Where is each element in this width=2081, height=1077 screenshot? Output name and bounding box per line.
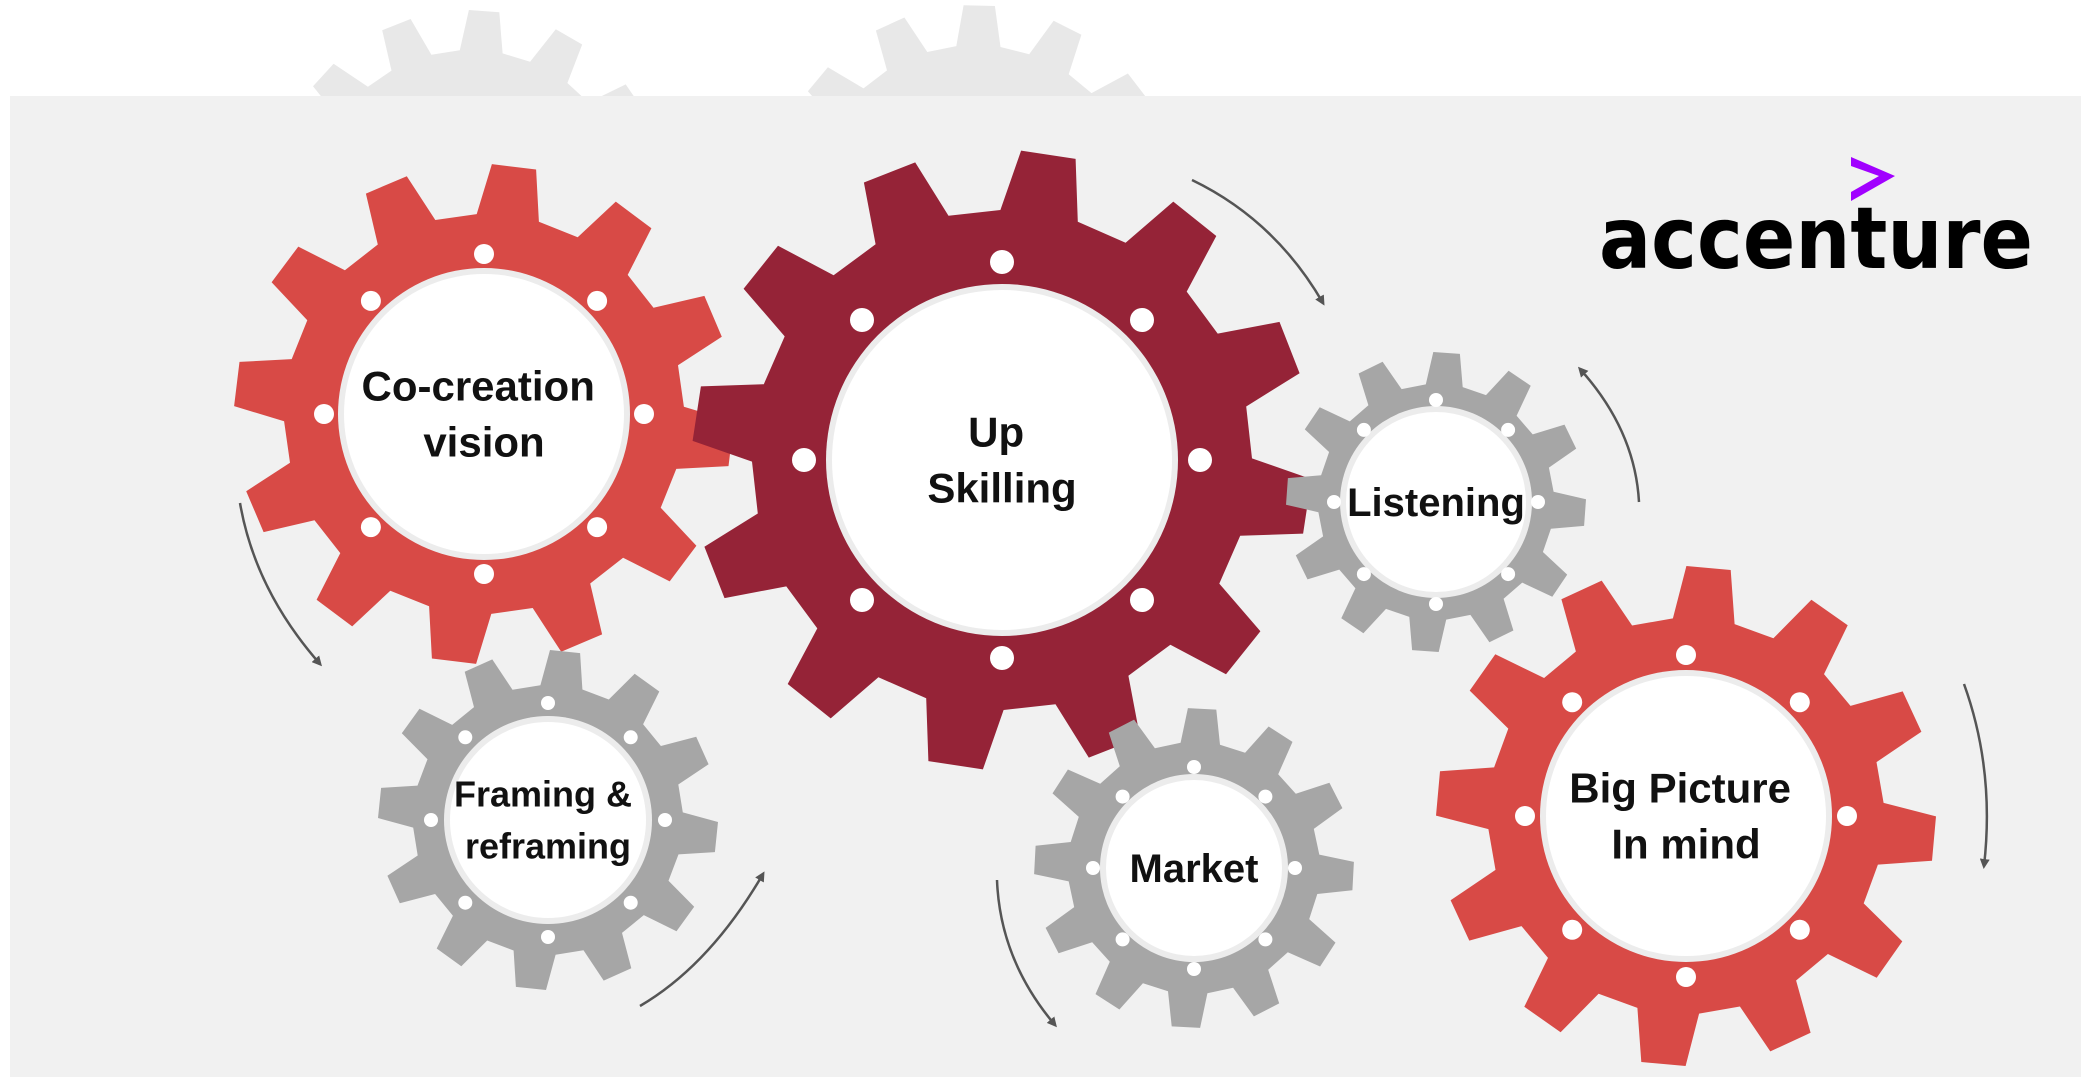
- gear-label: Listening: [1347, 481, 1525, 525]
- gear-bolt-dot: [1187, 760, 1201, 774]
- gear-bolt-dot: [1130, 588, 1154, 612]
- logo-wordmark: accenture: [1599, 189, 2033, 289]
- gear-hub: [450, 722, 646, 918]
- gear-framing-reframing: Framing & reframing: [378, 650, 718, 990]
- rotation-arrow-big-picture: [1962, 683, 1990, 869]
- gear-bolt-dot: [458, 895, 473, 910]
- rotation-arrow-up-skilling: [1191, 178, 1325, 306]
- gear-label-line-1: Framing &: [454, 774, 632, 815]
- gear-bolt-dot: [587, 290, 608, 311]
- gear-bolt-dot: [1531, 495, 1545, 509]
- gear-bolt-dot: [1429, 597, 1443, 611]
- gear-bolt-dot: [1187, 962, 1201, 976]
- gear-bolt-dot: [1115, 789, 1130, 804]
- gear-bolt-dot: [1789, 919, 1810, 940]
- gear-label: Up Skilling: [927, 409, 1076, 512]
- gear-bolt-dot: [850, 588, 874, 612]
- gear-bolt-dot: [1115, 932, 1130, 947]
- gears-layer: Co-creation vision Up Skilling: [234, 150, 1936, 1066]
- gear-hub: [832, 290, 1172, 630]
- gear-label: Co-creation vision: [361, 363, 606, 466]
- gear-bolt-dot: [1130, 308, 1154, 332]
- accenture-logo: accenture: [1599, 157, 2033, 289]
- gear-bolt-dots: [1086, 760, 1302, 976]
- gear-bolt-dot: [1789, 692, 1810, 713]
- gear-label: Big Picture In mind: [1569, 765, 1802, 868]
- gear-bolt-dot: [587, 517, 608, 538]
- gear-bolt-dot: [1837, 806, 1857, 826]
- gear-market: Market: [1034, 708, 1354, 1028]
- gear-bolt-dot: [623, 730, 638, 745]
- rotation-arrows: [238, 178, 1990, 1028]
- rotation-arrow-market: [995, 879, 1057, 1028]
- rotation-arrow-framing: [639, 871, 765, 1008]
- gear-up-skilling: Up Skilling: [692, 150, 1312, 770]
- rotation-arrow-listening: [1577, 366, 1641, 503]
- gear-label: Framing & reframing: [454, 774, 642, 867]
- gear-bolt-dots: [1515, 645, 1857, 987]
- gear-bolt-dot: [541, 696, 555, 710]
- gear-bolt-dot: [424, 813, 438, 827]
- gear-label-line-2: Skilling: [927, 465, 1076, 512]
- gear-bolt-dot: [1356, 422, 1371, 437]
- gear-bolt-dots: [314, 244, 654, 584]
- gear-hub: [344, 274, 624, 554]
- gear-bolt-dot: [623, 895, 638, 910]
- gear-bolt-dot: [1356, 567, 1371, 582]
- gear-label-line-2: reframing: [465, 826, 631, 867]
- gear-label-line-2: In mind: [1611, 821, 1760, 868]
- gear-bolt-dot: [360, 290, 381, 311]
- gear-bolt-dot: [792, 448, 816, 472]
- gear-bolt-dot: [1562, 692, 1583, 713]
- gear-bolt-dot: [1562, 919, 1583, 940]
- gear-bolt-dot: [1515, 806, 1535, 826]
- rotation-arrow-co-creation: [238, 502, 322, 667]
- gear-label-line-1: Market: [1130, 847, 1259, 891]
- gear-hub: [1346, 412, 1526, 592]
- gear-bolt-dot: [541, 930, 555, 944]
- gear-bolt-dot: [360, 517, 381, 538]
- gear-bolt-dot: [1258, 932, 1273, 947]
- gear-co-creation-vision: Co-creation vision: [234, 164, 734, 664]
- gear-bolt-dot: [314, 404, 334, 424]
- gear-bolt-dot: [1501, 422, 1516, 437]
- gear-label-line-1: Big Picture: [1569, 765, 1791, 812]
- gear-bolt-dots: [424, 696, 672, 944]
- gear-bolt-dot: [658, 813, 672, 827]
- gear-label-line-1: Co-creation: [361, 363, 594, 410]
- gear-bolt-dot: [990, 250, 1014, 274]
- gear-hub: [1546, 676, 1826, 956]
- gear-bolt-dot: [474, 564, 494, 584]
- gear-hub: [1106, 780, 1282, 956]
- gear-bolt-dot: [1676, 645, 1696, 665]
- gear-bolt-dot: [1188, 448, 1212, 472]
- gear-label-line-2: vision: [423, 419, 544, 466]
- gear-label-line-1: Up: [968, 409, 1024, 456]
- accenture-greater-than-icon: [1851, 157, 1895, 201]
- gear-bolt-dot: [1327, 495, 1341, 509]
- gear-bolt-dot: [850, 308, 874, 332]
- gear-bolt-dot: [474, 244, 494, 264]
- gear-big-picture-in-mind: Big Picture In mind: [1436, 566, 1936, 1066]
- gear-bolt-dot: [1501, 567, 1516, 582]
- gear-bolt-dots: [1327, 393, 1545, 611]
- gear-bolt-dot: [1288, 861, 1302, 875]
- gear-label-line-1: Listening: [1347, 481, 1525, 525]
- gear-bolt-dot: [1676, 967, 1696, 987]
- gear-bolt-dot: [990, 646, 1014, 670]
- gear-bolt-dot: [458, 730, 473, 745]
- gear-bolt-dot: [1429, 393, 1443, 407]
- gear-label: Market: [1130, 847, 1259, 891]
- gear-bolt-dot: [634, 404, 654, 424]
- gear-bolt-dot: [1258, 789, 1273, 804]
- gear-listening: Listening: [1286, 352, 1586, 652]
- gear-bolt-dots: [792, 250, 1212, 670]
- gear-bolt-dot: [1086, 861, 1100, 875]
